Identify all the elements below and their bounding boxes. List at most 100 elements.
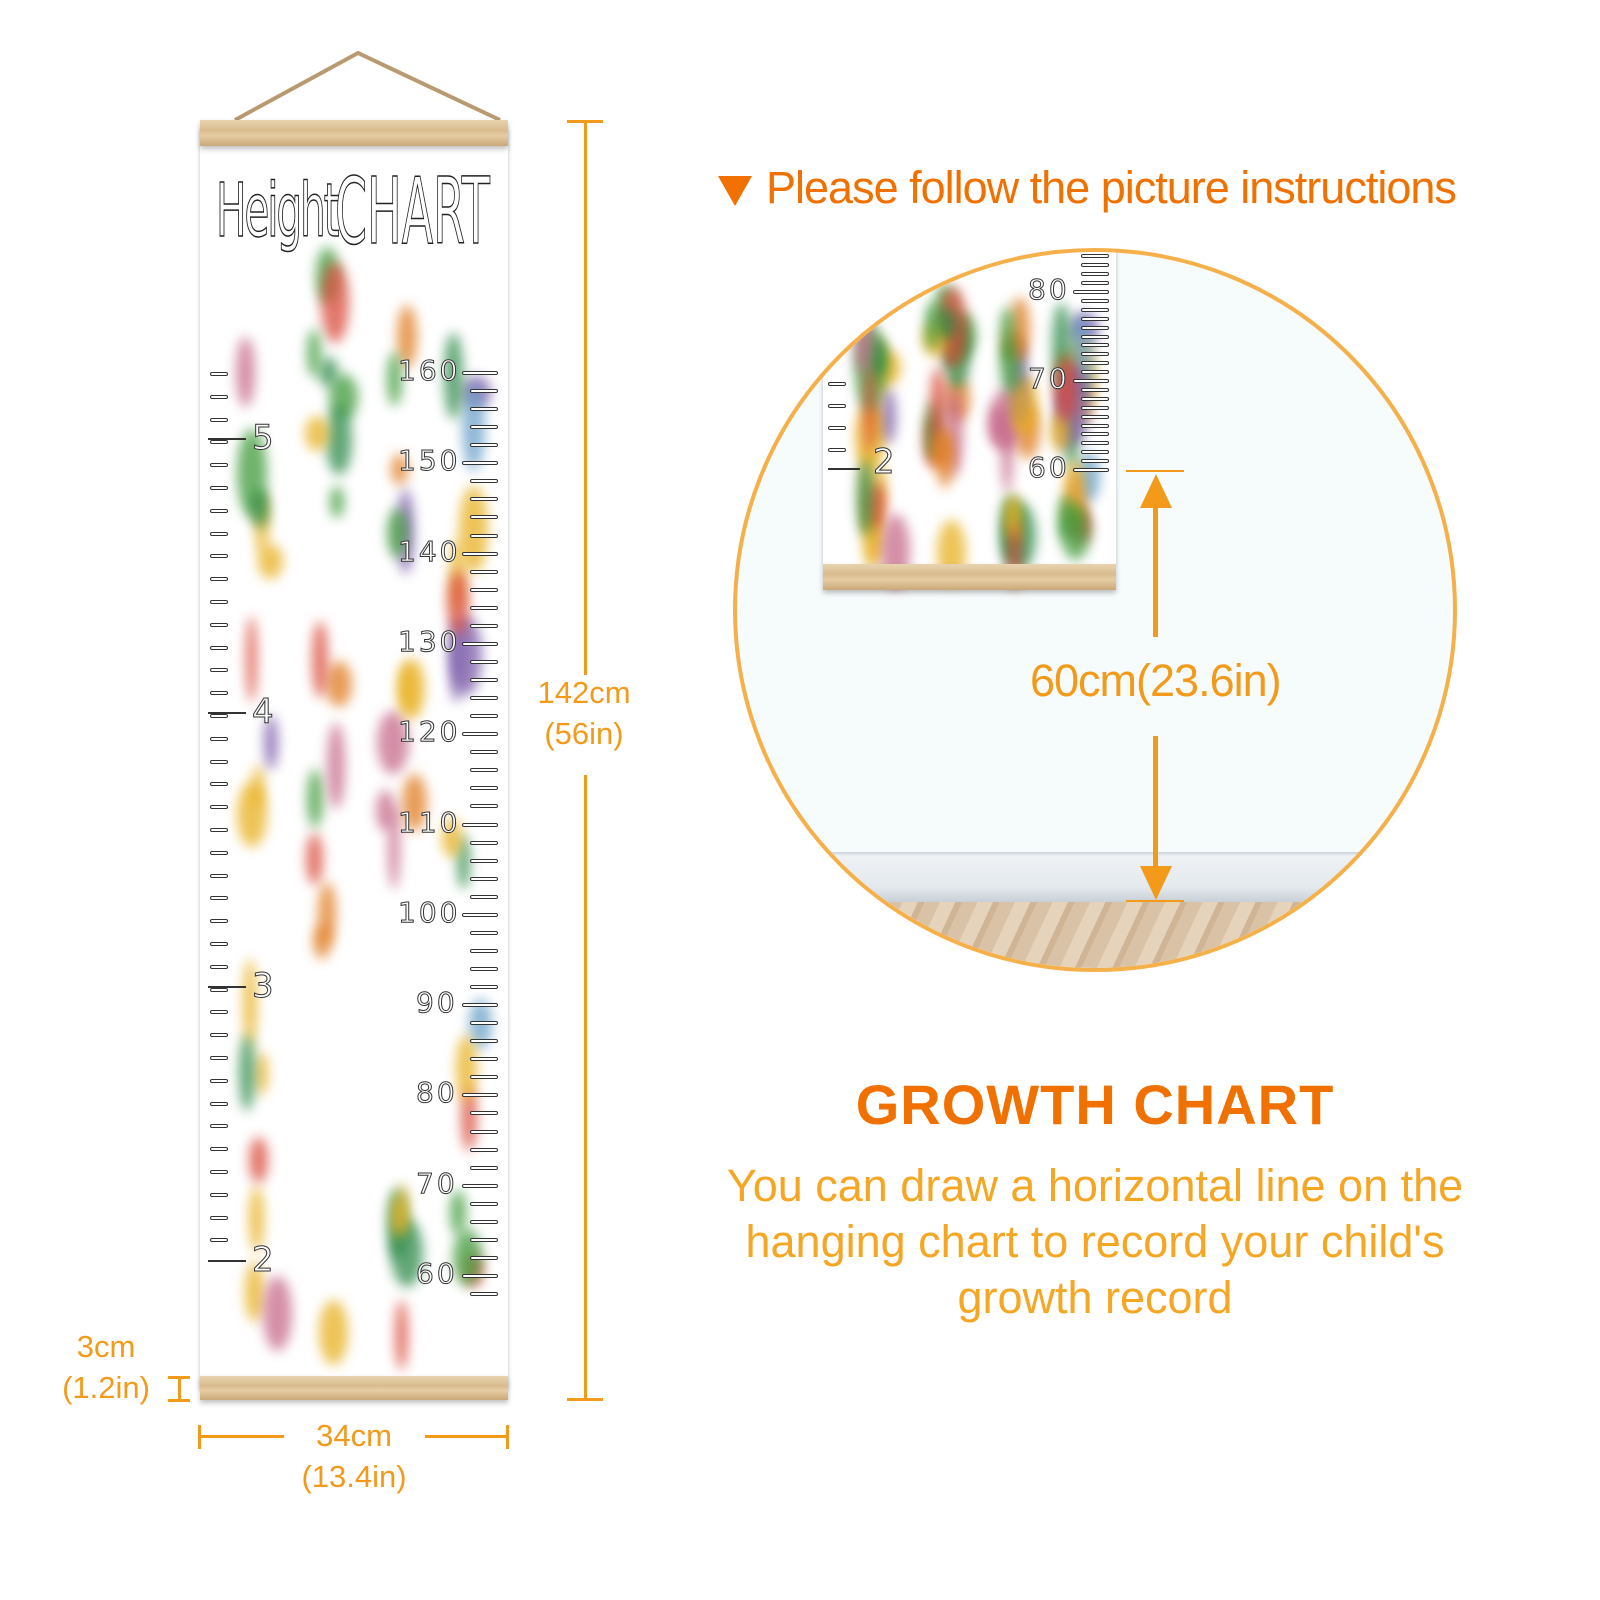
ruler-tick <box>470 750 498 755</box>
feet-tick <box>210 1215 228 1220</box>
plant-illustration <box>327 723 345 809</box>
feet-tick <box>828 382 846 386</box>
rod-cm: 3cm <box>76 1329 136 1364</box>
ruler-tick <box>1081 441 1109 446</box>
feet-tick <box>210 577 228 582</box>
ruler-tick <box>470 605 498 610</box>
ruler-tick <box>1081 307 1109 312</box>
ruler-tick <box>1081 254 1109 259</box>
ruler-tick <box>1081 343 1109 348</box>
feet-tick <box>210 942 228 946</box>
feet-tick <box>210 964 228 969</box>
ruler-tick <box>1081 316 1109 321</box>
plant-illustration <box>329 485 344 519</box>
plant-illustration <box>249 1186 265 1253</box>
detail-cm-label: 80 <box>1028 273 1070 307</box>
feet-tick <box>210 736 228 741</box>
feet-tick <box>210 1056 228 1060</box>
feet-tick <box>210 1147 228 1152</box>
ruler-tick <box>1081 414 1109 419</box>
product-title: GROWTH CHART <box>855 1073 1335 1136</box>
plant-illustration <box>254 1052 268 1096</box>
ruler-major-tick <box>462 1003 498 1008</box>
ruler-tick <box>1081 396 1109 401</box>
ruler-tick <box>1081 352 1109 357</box>
ruler-tick <box>470 714 498 719</box>
feet-tick <box>210 440 228 445</box>
plant-illustration <box>390 454 408 486</box>
plant-illustration <box>1012 376 1027 428</box>
plant-illustration <box>1058 495 1074 540</box>
plant-illustration <box>392 1196 404 1237</box>
plant-illustration <box>236 336 256 408</box>
ruler-major-tick <box>462 461 498 466</box>
plant-illustration <box>387 352 403 406</box>
plant-illustration <box>321 262 350 344</box>
plant-illustration <box>237 781 267 848</box>
feet-tick <box>210 1033 228 1038</box>
width-cap-right <box>506 1425 509 1449</box>
plant-illustration <box>925 301 940 351</box>
rod-in: (1.2in) <box>62 1370 150 1405</box>
ruler-tick <box>470 985 498 990</box>
ruler-major-tick <box>1073 290 1109 294</box>
cm-label: 80 <box>416 1076 458 1110</box>
ruler-tick <box>470 659 498 664</box>
ruler-major-tick <box>462 1093 498 1098</box>
feet-tick <box>210 668 228 673</box>
cm-label: 130 <box>397 624 461 658</box>
plant-illustration <box>1005 496 1017 537</box>
feet-tick <box>210 486 228 490</box>
feet-tick <box>210 714 228 718</box>
plant-illustration <box>455 1035 478 1102</box>
ruler-tick <box>470 389 498 394</box>
ruler-tick <box>1081 370 1109 375</box>
ruler-tick <box>470 858 498 863</box>
measure-cap-top <box>1126 470 1184 472</box>
plant-illustration <box>311 620 329 698</box>
detail-cm-label: 70 <box>1028 362 1070 396</box>
ruler-tick <box>470 1057 498 1062</box>
feet-tick <box>210 828 228 832</box>
measure-line <box>1153 736 1158 868</box>
feet-tick <box>210 417 228 422</box>
cm-label: 120 <box>397 715 461 749</box>
rod-dimension-cap <box>168 1399 190 1402</box>
plant-illustration <box>929 367 947 445</box>
feet-tick <box>210 622 228 627</box>
ruler-tick <box>470 479 498 484</box>
ruler-tick <box>470 768 498 773</box>
feet-tick <box>210 1238 228 1243</box>
ruler-tick <box>1081 405 1109 410</box>
feet-tick <box>828 426 846 430</box>
ruler-tick <box>470 407 498 412</box>
ruler-major-tick <box>462 822 498 827</box>
feet-tick <box>210 1192 228 1197</box>
plant-illustration <box>251 488 269 529</box>
ruler-tick <box>470 1111 498 1116</box>
ruler-tick <box>470 1075 498 1080</box>
plant-illustration <box>387 508 409 558</box>
chart-title-chart: CHART <box>335 157 491 266</box>
feet-tick <box>210 805 228 810</box>
bottom-wooden-rod <box>200 1376 508 1400</box>
ruler-tick <box>470 678 498 683</box>
ruler-tick <box>470 533 498 538</box>
triangle-down-icon <box>718 176 752 206</box>
ruler-tick <box>1081 450 1109 455</box>
width-label: 34cm(13.4in) <box>280 1415 428 1497</box>
plant-illustration <box>863 366 876 452</box>
feet-tick <box>210 394 228 399</box>
feet-tick <box>210 554 228 559</box>
plant-illustration <box>325 661 352 708</box>
plant-illustration <box>263 715 278 771</box>
plant-illustration <box>1049 411 1070 452</box>
ruler-tick <box>470 930 498 935</box>
feet-tick <box>210 1010 228 1015</box>
hanging-string <box>234 50 501 122</box>
ruler-tick <box>1081 432 1109 437</box>
ruler-major-tick <box>462 732 498 737</box>
